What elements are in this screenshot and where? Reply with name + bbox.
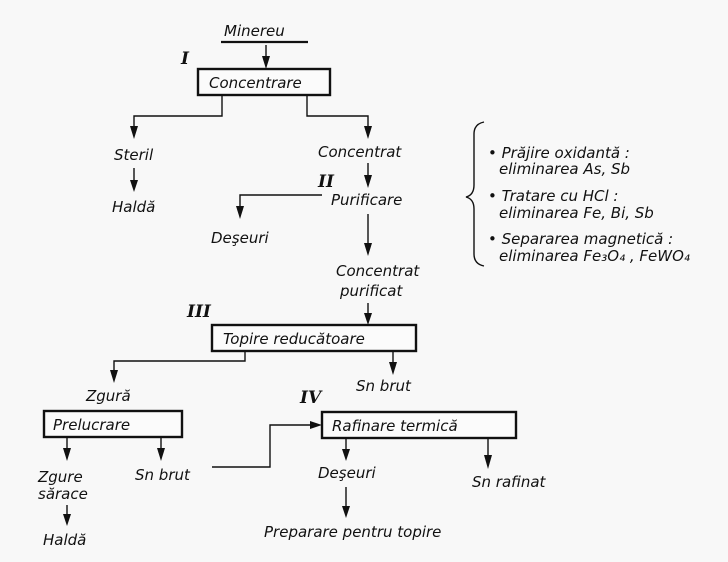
note-3-line2: eliminarea Fe₃O₄ , FeWO₄ xyxy=(499,247,690,265)
stage-numeral-III: III xyxy=(186,302,212,322)
stage-label-purificare: Purificare xyxy=(331,191,402,209)
node-concentrat-purificat-line2: purificat xyxy=(339,282,403,300)
arrow-head xyxy=(110,370,118,383)
arrow-head xyxy=(342,449,350,461)
stage-box-topire xyxy=(210,323,418,353)
connector xyxy=(133,95,223,128)
note-2-line2: eliminarea Fe, Bi, Sb xyxy=(499,204,654,222)
node-halda-1: Haldă xyxy=(112,198,155,216)
arrow-head xyxy=(310,421,322,429)
stage-numeral-II: II xyxy=(317,172,335,192)
node-zgure-sarace-line2: sărace xyxy=(38,485,88,503)
arrow-head xyxy=(63,448,71,461)
node-sn-brut-1: Sn brut xyxy=(356,377,412,395)
node-deseuri-1: Deşeuri xyxy=(211,229,269,247)
node-sn-rafinat: Sn rafinat xyxy=(472,473,547,491)
node-concentrat: Concentrat xyxy=(318,143,402,161)
node-preparare: Preparare pentru topire xyxy=(264,523,441,541)
node-zgura: Zgură xyxy=(85,387,131,405)
arrow-head xyxy=(236,206,244,219)
stage-label-topire: Topire reducătoare xyxy=(223,330,365,348)
stage-box-rafinare xyxy=(320,410,518,440)
connector xyxy=(306,95,369,128)
node-concentrat-purificat-line1: Concentrat xyxy=(336,262,420,280)
note-1-line1: • Prăjire oxidantă : xyxy=(488,144,630,162)
ore-label: Minereu xyxy=(224,22,285,40)
arrow-head xyxy=(63,514,71,526)
node-deseuri-2: Deşeuri xyxy=(318,464,376,482)
box-prelucrare xyxy=(42,409,184,439)
node-halda-2: Haldă xyxy=(43,531,86,549)
box-label-prelucrare: Prelucrare xyxy=(53,416,130,434)
arrow-head xyxy=(364,126,372,139)
node-zgure-sarace-line1: Zgure xyxy=(37,468,83,486)
brace xyxy=(465,121,485,267)
connector xyxy=(239,194,322,208)
connector xyxy=(212,424,314,468)
arrow-head xyxy=(389,362,397,375)
arrow-head xyxy=(130,180,138,192)
stage-box-concentrare xyxy=(196,67,332,97)
arrow-head xyxy=(130,126,138,139)
stage-numeral-I: I xyxy=(180,49,190,69)
arrow-head xyxy=(157,448,165,461)
arrow-head xyxy=(484,455,492,469)
note-1-line2: eliminarea As, Sb xyxy=(499,160,630,178)
stage-label-concentrare: Concentrare xyxy=(209,74,302,92)
node-steril: Steril xyxy=(114,146,154,164)
arrow-head xyxy=(364,313,372,325)
arrow-head xyxy=(342,506,350,518)
connector xyxy=(113,351,246,372)
arrow-head xyxy=(262,56,270,69)
node-sn-brut-2: Sn brut xyxy=(135,466,191,484)
note-3-line1: • Separarea magnetică : xyxy=(488,230,673,248)
stage-label-rafinare: Rafinare termică xyxy=(332,417,458,435)
note-2-line1: • Tratare cu HCl : xyxy=(488,187,618,205)
arrow-head xyxy=(364,175,372,188)
arrow-head xyxy=(364,243,372,256)
stage-numeral-IV: IV xyxy=(299,388,323,408)
